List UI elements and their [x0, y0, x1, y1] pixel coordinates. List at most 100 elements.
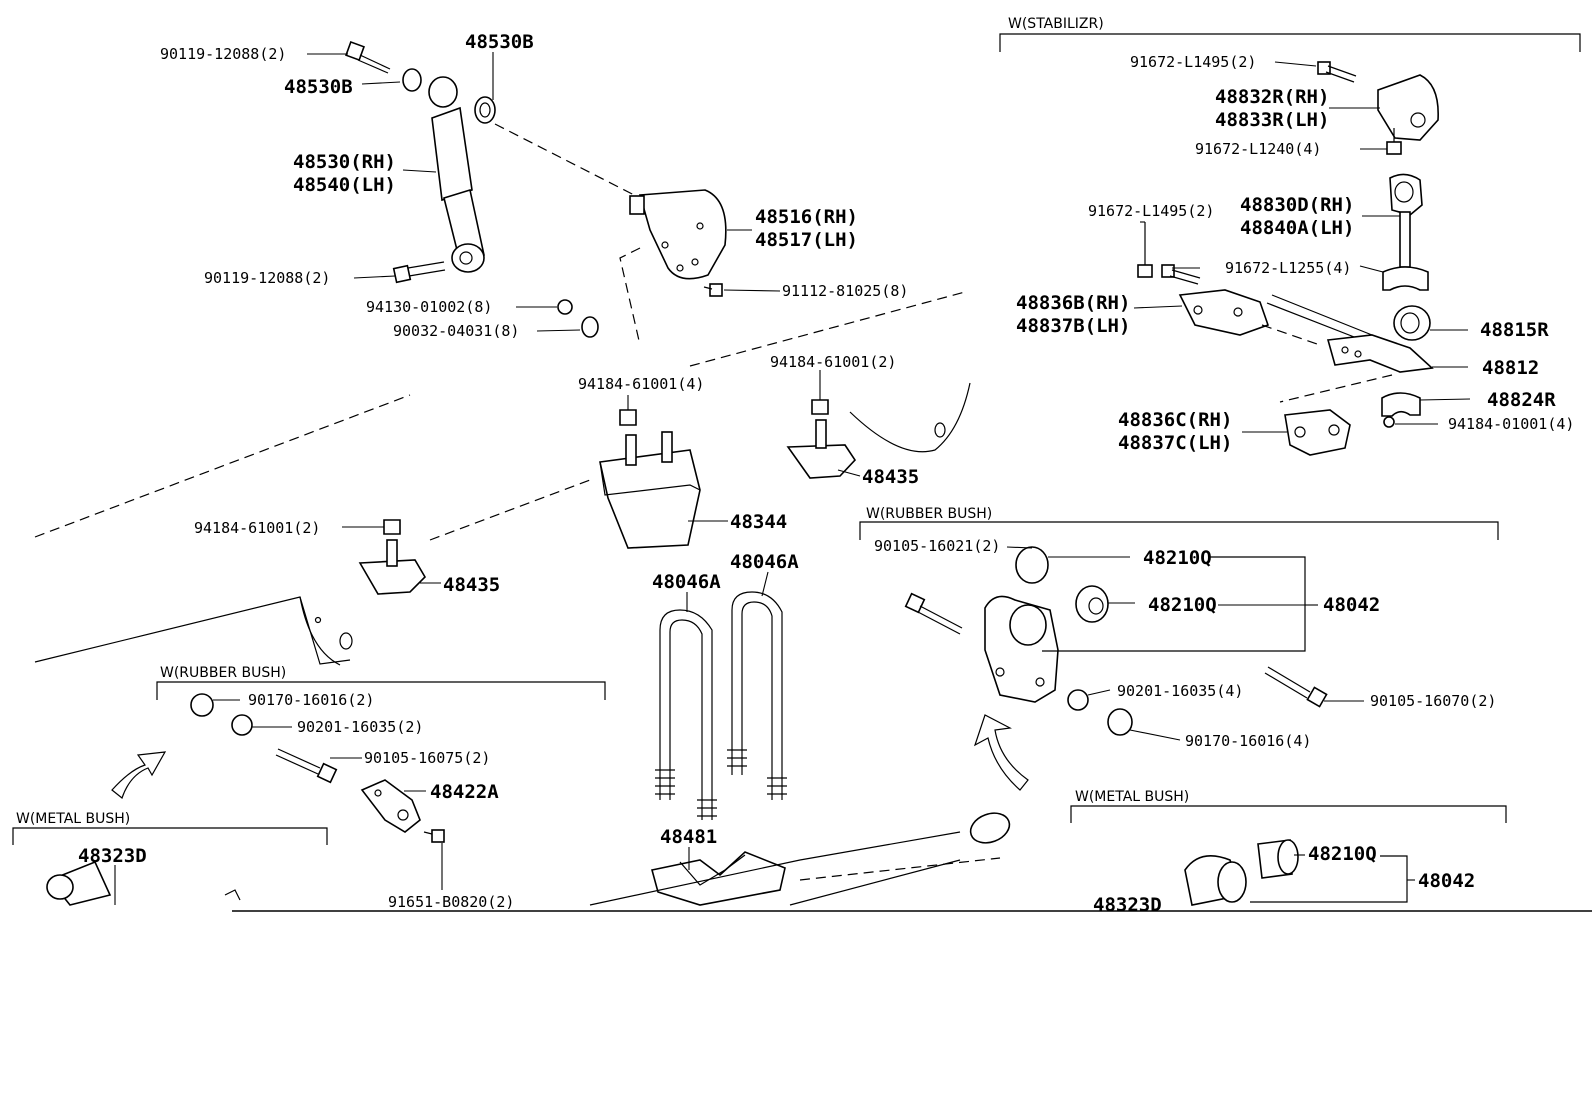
part-label: 48540(LH)	[293, 174, 396, 196]
part-label: 48210Q	[1148, 594, 1217, 616]
group-bracket-48042-b	[1250, 855, 1408, 903]
part-label: 48046A	[730, 551, 799, 573]
bolt-icon	[1161, 264, 1201, 285]
bushing-icon	[428, 76, 458, 108]
spring-bumper	[599, 409, 701, 549]
bolt-icon	[703, 283, 723, 297]
part-label: 48481	[660, 826, 717, 848]
blank-margin	[0, 911, 1592, 1099]
part-label: 90032-04031(8)	[393, 322, 519, 340]
part-label: 48435	[443, 574, 500, 596]
direction-arrow-icon	[111, 751, 167, 799]
part-label: 48422A	[430, 781, 499, 803]
part-label: 48042	[1418, 870, 1475, 892]
group-caption-metal-bush-left: W(METAL BUSH)	[16, 811, 130, 827]
part-label: 48837B(LH)	[1016, 315, 1130, 337]
part-label: 48530B	[284, 76, 353, 98]
part-label: 91112-81025(8)	[782, 282, 908, 300]
bumper-bracket-left	[358, 519, 427, 595]
part-label: 48824R	[1487, 389, 1556, 411]
part-label: 48042	[1323, 594, 1380, 616]
group-caption-stabilizer: W(STABILIZR)	[1008, 16, 1104, 32]
stabilizer-bracket-icon	[1377, 74, 1439, 141]
part-label: 91672-L1240(4)	[1195, 140, 1321, 158]
part-label: 48812	[1482, 357, 1539, 379]
part-label: 90105-16070(2)	[1370, 692, 1496, 710]
part-label: 94184-01001(4)	[1448, 415, 1574, 433]
washer-icon	[581, 316, 599, 338]
bolt-icon	[1264, 666, 1328, 708]
part-label: 48530B	[465, 31, 534, 53]
nut-icon	[474, 96, 496, 124]
group-bracket-rubber-bush-left	[156, 681, 606, 700]
part-label: 48344	[730, 511, 787, 533]
group-caption-rubber-bush-right: W(RUBBER BUSH)	[866, 506, 992, 522]
part-label: 48836B(RH)	[1016, 292, 1130, 314]
part-label: 48517(LH)	[755, 229, 858, 251]
metal-bush-right-parts	[1184, 839, 1299, 906]
bolt-icon	[1317, 61, 1357, 83]
group-bracket-metal-bush-right	[1070, 805, 1507, 823]
part-label: 90119-12088(2)	[160, 45, 286, 63]
group-bracket-rubber-bush-right	[859, 521, 1499, 540]
group-caption-rubber-bush-left: W(RUBBER BUSH)	[160, 665, 286, 681]
bolt-icon	[904, 592, 963, 635]
part-label: 48046A	[652, 571, 721, 593]
part-label: 48840A(LH)	[1240, 217, 1354, 239]
part-label: 94184-61001(2)	[770, 353, 896, 371]
part-label: 91672-L1495(2)	[1088, 202, 1214, 220]
metal-bush-left-parts	[46, 860, 241, 906]
shackle-plate-icon	[360, 779, 421, 833]
part-label: 91672-L1255(4)	[1225, 259, 1351, 277]
part-label: 48833R(LH)	[1215, 109, 1329, 131]
group-bracket-48042-a	[1042, 556, 1306, 652]
shock-absorber	[345, 41, 641, 338]
bolt-icon	[1137, 222, 1153, 278]
washer-icon	[1067, 689, 1089, 711]
part-label: 48516(RH)	[755, 206, 858, 228]
direction-arrow-icon	[973, 714, 1029, 791]
part-label: 48836C(RH)	[1118, 409, 1232, 431]
u-bolt-left	[655, 609, 717, 820]
rubber-bush-left-parts	[190, 693, 445, 843]
part-label: 90105-16021(2)	[874, 537, 1000, 555]
stabilizer-parts	[1137, 61, 1439, 456]
bolt-icon	[423, 829, 445, 843]
nut-icon	[190, 693, 214, 717]
part-label: 48832R(RH)	[1215, 86, 1329, 108]
part-label: 90119-12088(2)	[204, 269, 330, 287]
part-label: 48815R	[1480, 319, 1549, 341]
part-label: 48435	[862, 466, 919, 488]
part-label: 90201-16035(4)	[1117, 682, 1243, 700]
frame-outline	[34, 291, 971, 666]
group-bracket-metal-bush-left	[12, 827, 328, 845]
part-label: 94130-01002(8)	[366, 298, 492, 316]
washer-icon	[231, 714, 253, 736]
part-label: 48210Q	[1143, 547, 1212, 569]
part-label: 90170-16016(2)	[248, 691, 374, 709]
part-label: 48530(RH)	[293, 151, 396, 173]
bolt-icon	[275, 748, 338, 784]
washer-icon	[402, 68, 422, 92]
group-caption-metal-bush-right: W(METAL BUSH)	[1075, 789, 1189, 805]
bolt-icon	[1386, 128, 1402, 155]
u-bolt-right	[727, 591, 787, 800]
part-label: 90170-16016(4)	[1185, 732, 1311, 750]
bumper-bracket-right	[786, 399, 857, 479]
part-label: 94184-61001(4)	[578, 375, 704, 393]
bolt-icon	[392, 261, 446, 284]
shock-bracket	[619, 189, 727, 346]
part-label: 94184-61001(2)	[194, 519, 320, 537]
nut-icon	[557, 299, 573, 315]
nut-icon	[1383, 416, 1395, 428]
leaf-spring	[589, 812, 1011, 906]
rubber-bush-right-parts	[904, 546, 1328, 736]
nut-icon	[1107, 708, 1133, 736]
leader-lines	[114, 52, 1471, 905]
bolt-icon	[345, 41, 391, 74]
part-label: 90201-16035(2)	[297, 718, 423, 736]
part-label: 48210Q	[1308, 843, 1377, 865]
part-label: 91651-B0820(2)	[388, 893, 514, 911]
